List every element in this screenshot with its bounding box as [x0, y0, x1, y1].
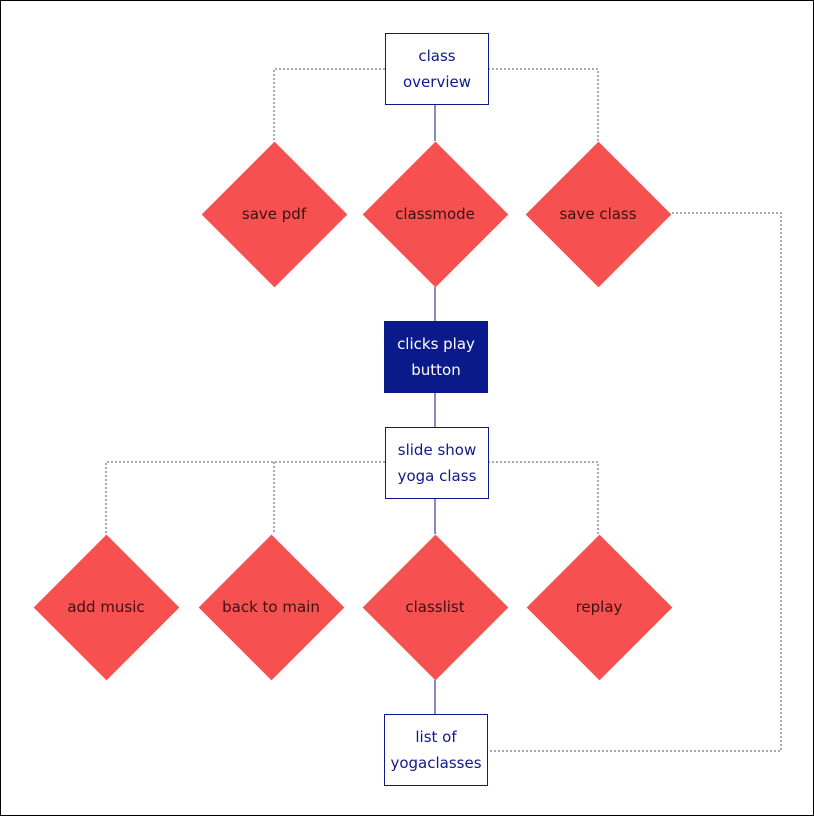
- class-overview-box: class overview: [385, 33, 489, 105]
- dotted-slideshow-to-replay: [488, 461, 599, 534]
- slide-show-box: slide show yoga class: [385, 427, 489, 499]
- classmode-label: classmode: [395, 205, 475, 223]
- clicks-play-button-label: clicks play button: [397, 335, 475, 379]
- dotted-overview-to-save-pdf: [273, 68, 385, 141]
- dotted-overview-to-save-class: [488, 68, 599, 141]
- replay-label: replay: [575, 598, 623, 616]
- dotted-save-class-to-list: [488, 212, 782, 752]
- slide-show-label: slide show yoga class: [397, 441, 477, 485]
- class-overview-label: class overview: [403, 47, 471, 91]
- list-of-yogaclasses-box: list of yogaclasses: [384, 714, 488, 786]
- clicks-play-button-box: clicks play button: [384, 321, 488, 393]
- classlist-label: classlist: [405, 598, 465, 616]
- save-pdf-label: save pdf: [241, 205, 307, 223]
- classmode-diamond: classmode: [362, 141, 508, 287]
- add-music-label: add music: [67, 598, 145, 616]
- save-class-label: save class: [559, 205, 637, 223]
- save-pdf-diamond: save pdf: [201, 141, 347, 287]
- replay-diamond: replay: [526, 534, 672, 680]
- back-to-main-label: back to main: [222, 598, 320, 616]
- dotted-slideshow-to-add-music: [105, 461, 385, 534]
- classlist-diamond: classlist: [362, 534, 508, 680]
- save-class-diamond: save class: [525, 141, 671, 287]
- add-music-diamond: add music: [33, 534, 179, 680]
- back-to-main-diamond: back to main: [198, 534, 344, 680]
- list-of-yogaclasses-label: list of yogaclasses: [390, 728, 482, 772]
